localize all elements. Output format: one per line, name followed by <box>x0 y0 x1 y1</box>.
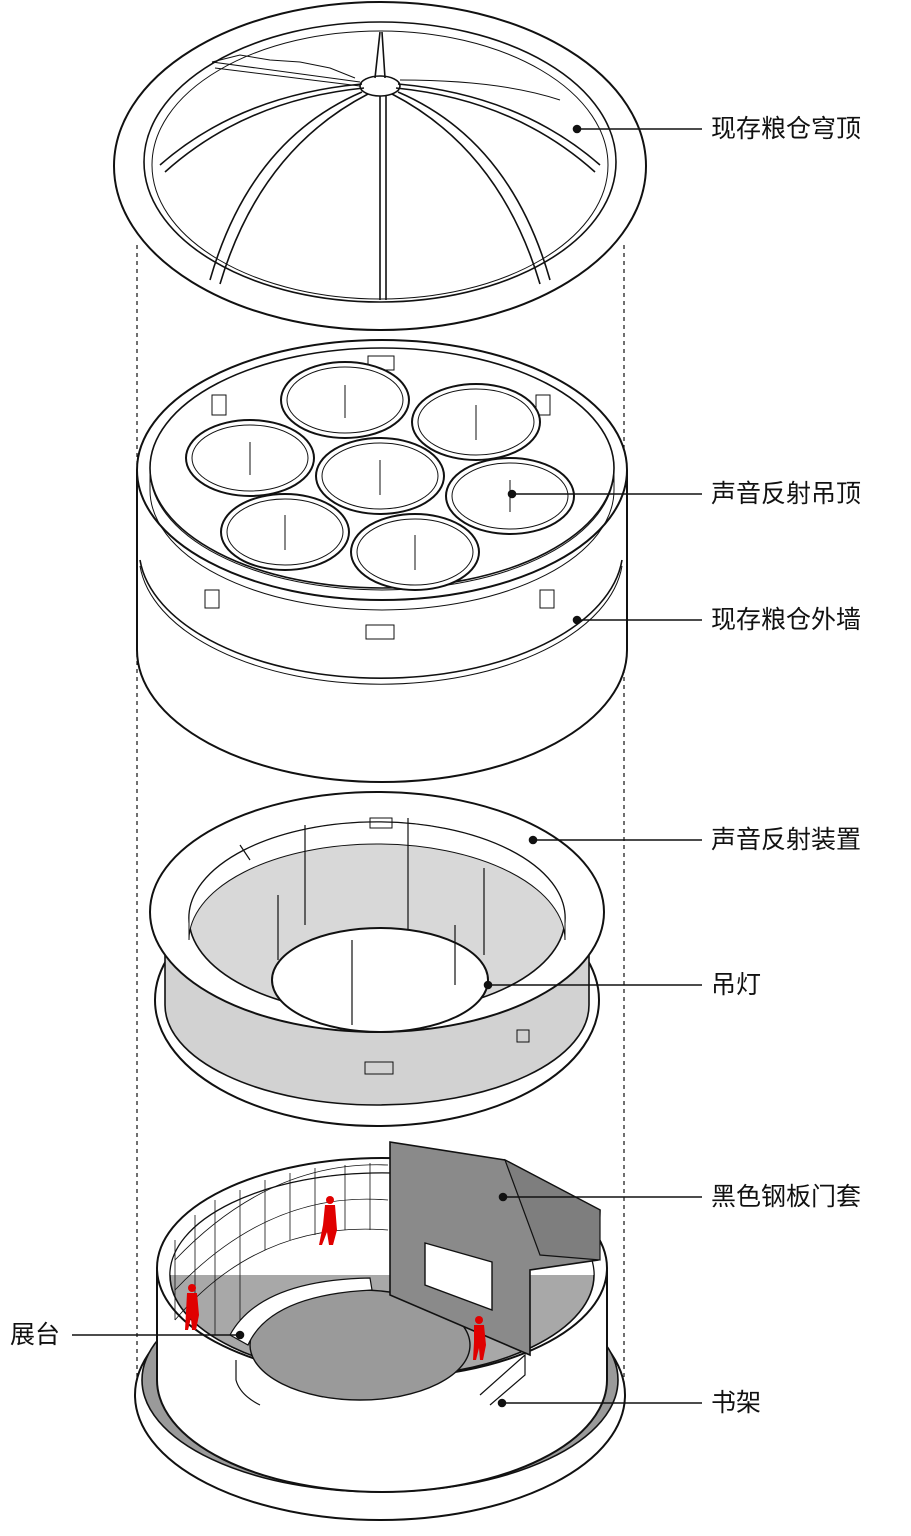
human-figures <box>185 1196 486 1360</box>
sound-reflecting-ceiling <box>185 361 575 591</box>
label-existing-granary-wall: 现存粮仓外墙 <box>711 605 862 634</box>
label-sound-reflecting-ceiling: 声音反射吊顶 <box>711 479 862 508</box>
label-sound-reflector: 声音反射装置 <box>711 825 862 854</box>
dome <box>113 1 647 331</box>
base-level <box>134 1141 626 1521</box>
sound-reflector <box>149 791 605 1127</box>
leader-lines <box>72 124 702 1408</box>
label-bookshelf: 书架 <box>711 1388 762 1417</box>
label-chandelier: 吊灯 <box>711 970 762 999</box>
label-exhibition-stage: 展台 <box>10 1320 61 1349</box>
label-black-steel-door-frame: 黑色钢板门套 <box>711 1182 862 1211</box>
label-existing-granary-dome: 现存粮仓穹顶 <box>711 114 862 143</box>
